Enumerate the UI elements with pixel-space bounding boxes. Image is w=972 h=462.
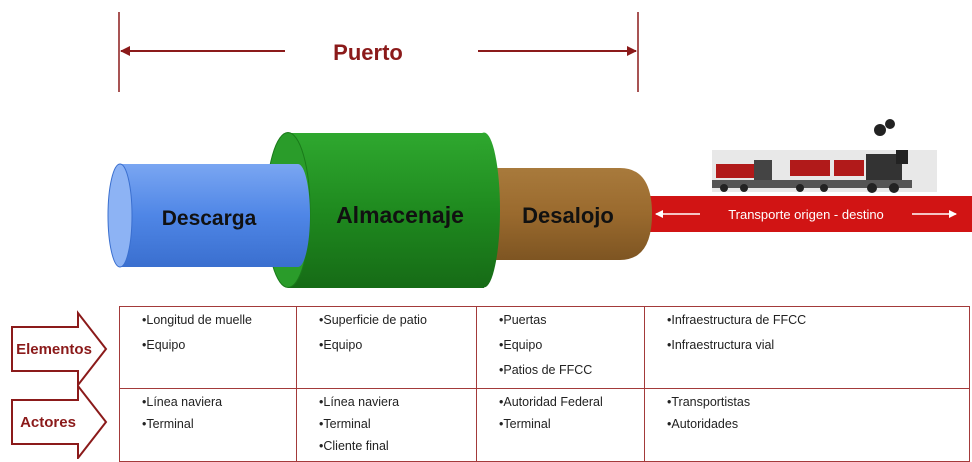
list-item: •Superficie de patio (319, 313, 427, 327)
stage-descarga-face (107, 163, 133, 268)
table-row-elementos: •Longitud de muelle •Equipo •Superficie … (119, 306, 970, 389)
stage-descarga (120, 164, 298, 267)
list-item: •Autoridades (667, 417, 739, 431)
row-label-actores: Actores (20, 414, 76, 431)
cell-elementos-almacenaje: •Superficie de patio •Equipo (296, 306, 477, 389)
cell-elementos-desalojo: •Puertas •Equipo •Patios de FFCC (476, 306, 645, 389)
row-label-elementos: Elementos (16, 341, 92, 358)
row-label-actores-arrow (11, 383, 108, 459)
list-item: •Equipo (319, 338, 363, 352)
list-item: •Línea naviera (142, 395, 223, 409)
stage-descarga-label: Descarga (162, 207, 257, 230)
list-item: •Terminal (499, 417, 551, 431)
elements-actors-table: •Longitud de muelle •Equipo •Superficie … (119, 306, 970, 462)
list-item: •Equipo (499, 338, 543, 352)
list-item: •Infraestructura vial (667, 338, 775, 352)
list-item: •Equipo (142, 338, 186, 352)
list-item: •Infraestructura de FFCC (667, 313, 807, 327)
list-item: •Autoridad Federal (499, 395, 603, 409)
port-title: Puerto (333, 40, 403, 65)
stage-almacenaje-label: Almacenaje (336, 202, 464, 228)
row-label-elementos-arrow (11, 310, 108, 388)
list-item: •Terminal (142, 417, 194, 431)
truck-train-icon (712, 119, 937, 193)
list-item: •Cliente final (319, 439, 389, 453)
cell-elementos-transporte: •Infraestructura de FFCC •Infraestructur… (644, 306, 970, 389)
cell-actores-almacenaje: •Línea naviera •Terminal •Cliente final (296, 388, 477, 462)
cell-actores-transporte: •Transportistas •Autoridades (644, 388, 970, 462)
stage-almacenaje-end (468, 132, 500, 288)
stage-desalojo (480, 168, 652, 260)
cell-actores-descarga: •Línea naviera •Terminal (119, 388, 297, 462)
stage-desalojo-label: Desalojo (522, 203, 614, 228)
cell-elementos-descarga: •Longitud de muelle •Equipo (119, 306, 297, 389)
transport-label: Transporte origen - destino (728, 207, 884, 222)
stage-almacenaje (288, 133, 484, 288)
list-item: •Puertas (499, 313, 547, 327)
stage-descarga-end (286, 164, 310, 267)
list-item: •Transportistas (667, 395, 751, 409)
table-row-actores: •Línea naviera •Terminal •Línea naviera … (119, 388, 970, 462)
list-item: •Longitud de muelle (142, 313, 253, 327)
list-item: •Patios de FFCC (499, 363, 593, 377)
list-item: •Terminal (319, 417, 371, 431)
cell-actores-desalojo: •Autoridad Federal •Terminal (476, 388, 645, 462)
list-item: •Línea naviera (319, 395, 400, 409)
